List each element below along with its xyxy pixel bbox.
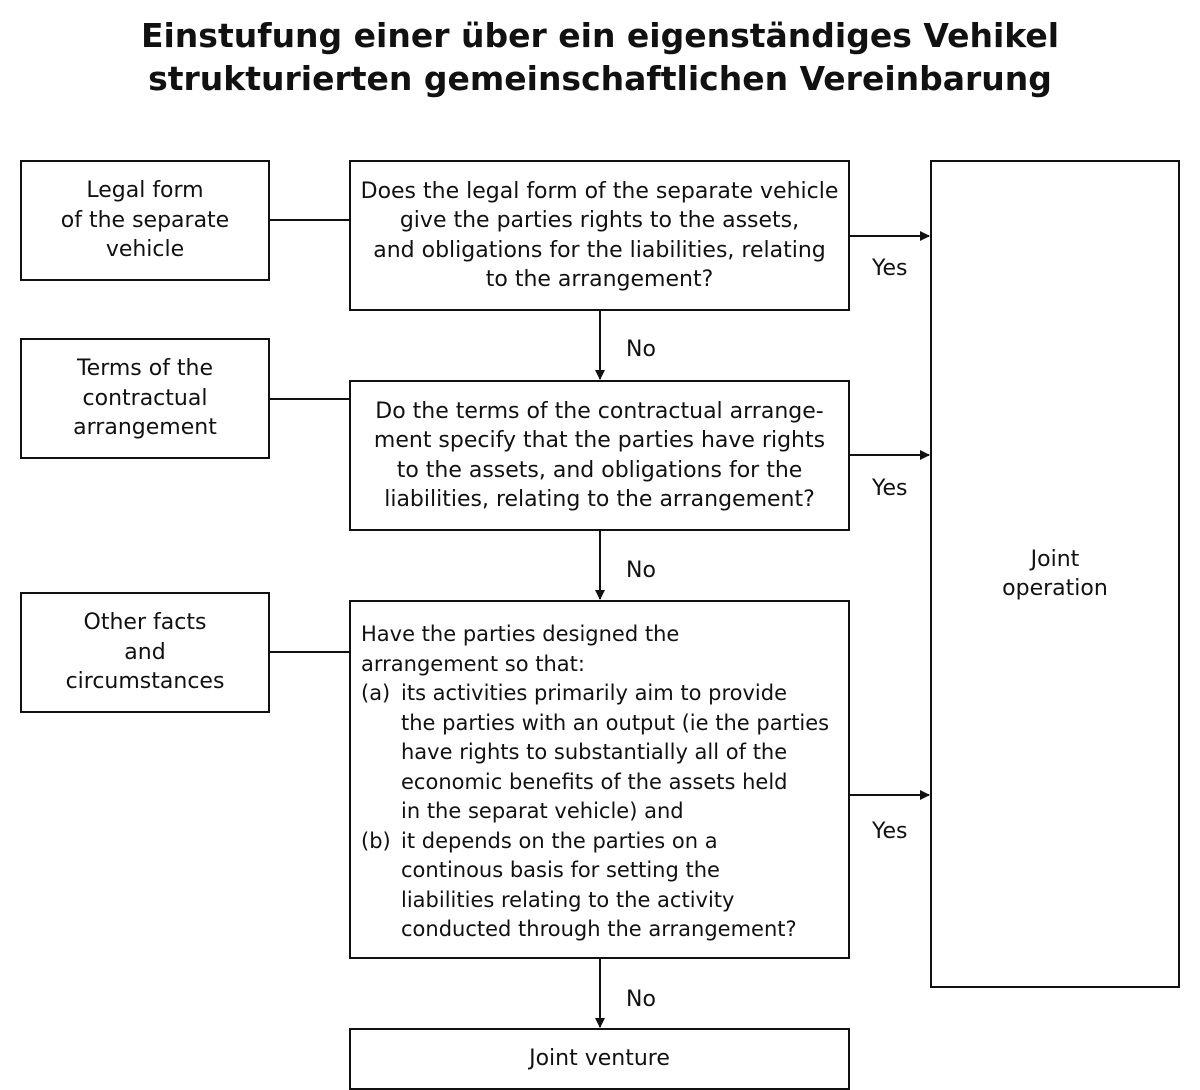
title-line-2: strukturierten gemeinschaftlichen Verein…: [148, 59, 1052, 98]
yes-label-3: Yes: [872, 819, 908, 844]
criterion-b: (b) it depends on the parties on a conti…: [361, 828, 797, 942]
criterion-a: (a) its activities primarily aim to prov…: [361, 681, 830, 823]
yes-label-2: Yes: [872, 476, 908, 501]
factor-other-facts: Other facts and circumstances: [20, 592, 270, 713]
no-label-1: No: [626, 337, 656, 362]
title-line-1: Einstufung einer über ein eigenständiges…: [140, 16, 1060, 55]
question-legal-form: Does the legal form of the separate vehi…: [349, 160, 850, 311]
factor-contract-terms: Terms of the contractual arrangement: [20, 338, 270, 459]
diagram-title: Einstufung einer über ein eigenständiges…: [0, 14, 1200, 100]
question-other-facts: Have the parties designed the arrangemen…: [349, 600, 850, 959]
outcome-joint-operation: Joint operation: [930, 160, 1180, 988]
no-label-2: No: [626, 558, 656, 583]
outcome-joint-venture: Joint venture: [349, 1028, 850, 1090]
yes-label-1: Yes: [872, 256, 908, 281]
no-label-3: No: [626, 987, 656, 1012]
question-contract-terms: Do the terms of the contractual arrange-…: [349, 380, 850, 531]
factor-legal-form: Legal form of the separate vehicle: [20, 160, 270, 281]
